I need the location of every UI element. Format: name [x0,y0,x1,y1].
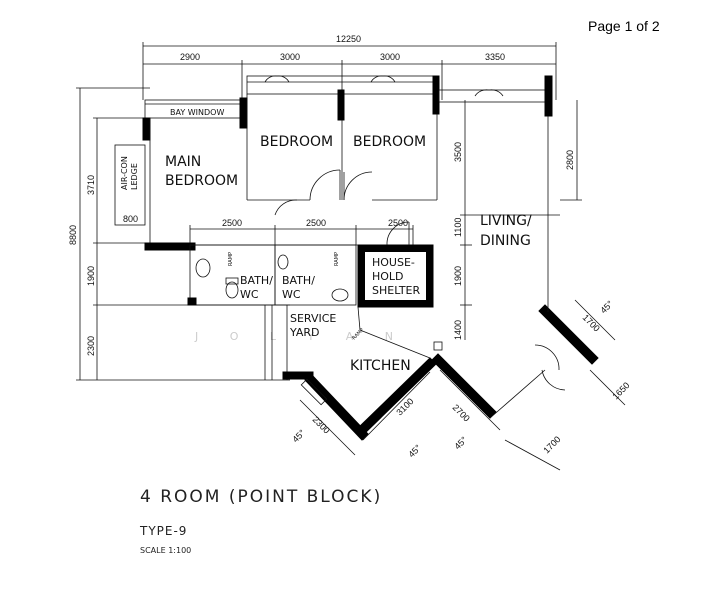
main-bedroom-label-1: MAIN [165,154,201,170]
dim-top-a: 2900 [180,52,200,62]
shelter-label-3: SHELTER [372,284,420,297]
bath1-label-1: BATH/ [240,274,273,287]
main-bedroom-label-2: BEDROOM [165,173,238,189]
living-label-1: LIVING/ [480,213,532,229]
living-label-2: DINING [480,233,531,249]
dim-left-a: 3710 [86,175,96,195]
dim-diag-b: 2700 [451,402,472,423]
angle-label-1: 45° [290,427,307,444]
left-dimensions: 8800 3710 1900 2300 [68,87,290,381]
dim-right-a: 3500 [453,142,463,162]
dim-top-d: 3350 [485,52,505,62]
shelter-label-2: HOLD [372,270,404,283]
top-dimensions: 12250 2900 3000 3000 3350 [142,34,557,100]
dim-left-b: 1900 [86,266,96,286]
dim-mid-a: 2500 [222,218,242,228]
fixtures [187,254,443,406]
kitchen-label: KITCHEN [350,358,411,374]
ramp-label-1: RAMP [228,252,234,266]
dim-top-c: 3000 [380,52,400,62]
bedroom-label-a: BEDROOM [260,134,333,150]
angle-label-2: 45° [406,442,423,459]
dim-mid-b: 2500 [306,218,326,228]
right-dimensions: 3500 1100 1900 1400 2800 [453,100,582,340]
dim-mid-c: 2500 [388,218,408,228]
bath1-label-2: WC [240,288,259,301]
dim-living-height: 2800 [565,150,575,170]
watermark: J O L Y A N [194,330,407,343]
bath2-label-2: WC [282,288,301,301]
aircon-label-2: LEDGE [130,163,139,190]
bay-window-label: BAY WINDOW [170,108,224,117]
doors [264,75,566,391]
dim-diag-f: 1700 [541,434,562,455]
dim-overall-width: 12250 [336,34,361,44]
dim-diag-c: 2300 [311,414,332,435]
dim-right-c: 1900 [453,266,463,286]
plan-type: TYPE-9 [140,524,188,538]
dim-right-b: 1100 [453,218,463,237]
plan-scale: SCALE 1:100 [140,546,192,555]
mid-dimensions: 2500 2500 2500 [189,218,414,245]
ramp-label-2: RAMP [334,252,340,266]
dim-right-d: 1400 [453,320,463,340]
walls [114,75,599,441]
service-yard-label-1: SERVICE [290,312,336,325]
aircon-label-1: AIR-CON [120,156,129,190]
dim-diag-e: 1650 [610,380,631,401]
dim-left-c: 2300 [86,336,96,356]
service-yard-label-2: YARD [289,326,320,339]
dim-diag-d: 1700 [581,312,602,333]
angle-label-3: 45° [452,434,469,451]
dim-top-b: 3000 [280,52,300,62]
dim-ledge: 800 [123,214,138,224]
bath2-label-1: BATH/ [282,274,315,287]
plan-title: 4 ROOM (POINT BLOCK) [140,487,383,507]
dim-overall-height: 8800 [68,225,78,245]
page-indicator: Page 1 of 2 [588,18,660,34]
bedroom-label-b: BEDROOM [353,134,426,150]
angle-label-4: 45° [598,298,615,315]
shelter-label-1: HOUSE- [372,256,415,269]
